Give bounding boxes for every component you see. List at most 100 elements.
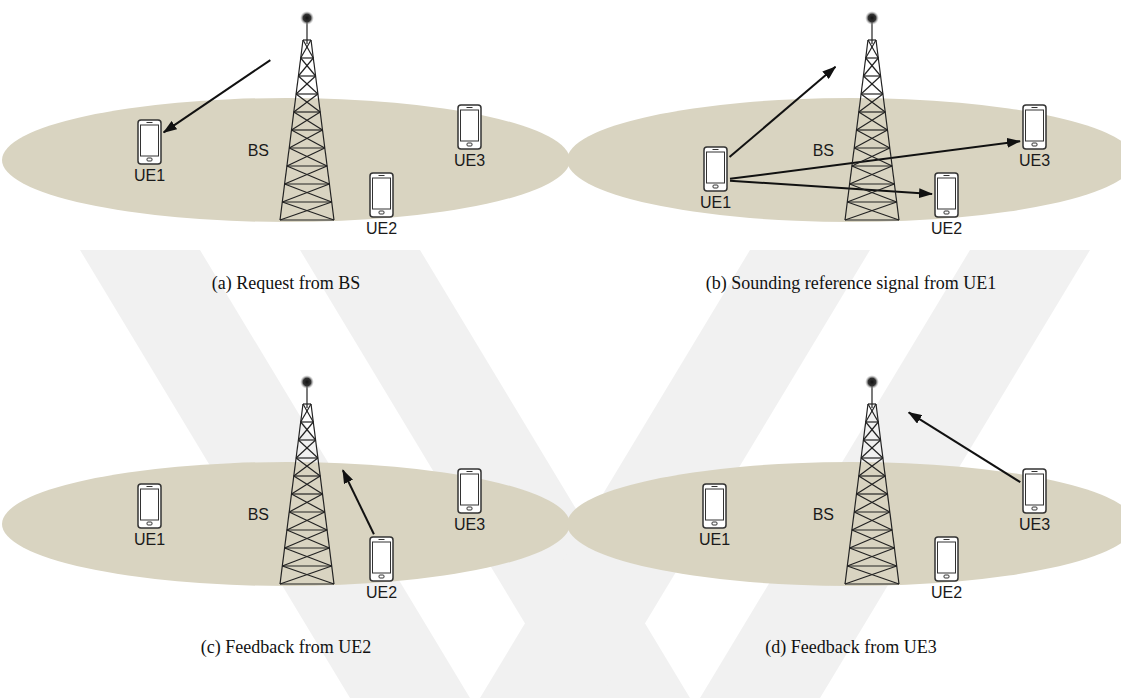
- user-equipment: UE1: [137, 119, 162, 165]
- tower-strut: [868, 39, 876, 40]
- tower-strut: [294, 111, 320, 112]
- tower-strut: [287, 165, 327, 166]
- user-equipment: UE1: [137, 483, 162, 529]
- base-station: BS: [837, 14, 907, 220]
- tower-strut: [847, 566, 899, 584]
- tower-strut: [303, 404, 313, 422]
- phone-speaker: [379, 539, 385, 540]
- tower-strut: [859, 112, 888, 130]
- phone-button: [379, 211, 384, 214]
- node-label: UE1: [699, 531, 730, 548]
- tower-strut: [852, 166, 895, 184]
- tower-strut: [298, 76, 318, 94]
- tower-strut: [296, 76, 316, 94]
- phone-icon: [457, 104, 482, 150]
- label-slot: UE1: [700, 194, 731, 212]
- tower-strut: [285, 184, 332, 202]
- phone-icon: [702, 483, 727, 529]
- tower-strut: [298, 75, 315, 76]
- phone-icon: [137, 483, 162, 529]
- phone-button: [147, 158, 152, 161]
- antenna-dot: [300, 11, 314, 25]
- tower-strut: [301, 421, 314, 422]
- phone-icon: [137, 119, 162, 165]
- node-label: BS: [246, 142, 271, 159]
- phone-speaker: [944, 175, 950, 176]
- node-label: UE1: [700, 194, 731, 211]
- tower-strut: [850, 530, 893, 548]
- tower-strut: [303, 403, 311, 404]
- tower-strut: [285, 166, 328, 184]
- tower-strut: [298, 440, 318, 458]
- tower-strut: [850, 548, 897, 566]
- tower-strut: [850, 547, 895, 548]
- tower-strut: [280, 583, 334, 584]
- tower-strut: [289, 494, 322, 512]
- tower-strut: [303, 40, 313, 58]
- tower-strut: [285, 548, 332, 566]
- tower-strut: [287, 166, 330, 184]
- tower-strut: [863, 75, 880, 76]
- phone-screen: [707, 152, 725, 183]
- node-label: BS: [246, 506, 271, 523]
- phone-button: [713, 185, 718, 188]
- tower-strut: [854, 511, 890, 512]
- tower-strut: [866, 58, 881, 76]
- phone-icon: [703, 146, 728, 192]
- tower-lattice: [280, 18, 334, 220]
- phone-button: [467, 507, 472, 510]
- node-label: UE2: [366, 584, 397, 601]
- phone-body: [370, 537, 393, 581]
- tower-strut: [294, 476, 323, 494]
- phone-screen: [1026, 474, 1044, 505]
- tower-strut: [847, 565, 896, 566]
- label-slot: UE3: [454, 152, 485, 170]
- phone-speaker: [379, 175, 385, 176]
- tower-strut: [282, 184, 329, 202]
- tower-strut: [859, 458, 883, 476]
- tower-strut: [852, 165, 892, 166]
- phone-icon: [1022, 468, 1047, 514]
- tower-icon: [837, 378, 907, 584]
- user-equipment: UE2: [934, 172, 959, 218]
- phone-icon: [369, 536, 394, 582]
- node-label: UE2: [366, 220, 397, 237]
- subfigure-caption: (c) Feedback from UE2: [201, 636, 371, 658]
- tower-strut: [861, 76, 881, 94]
- tower-strut: [289, 148, 327, 166]
- tower-strut: [847, 184, 894, 202]
- user-equipment: UE2: [934, 536, 959, 582]
- phone-icon: [934, 172, 959, 218]
- base-station: BS: [272, 14, 342, 220]
- tower-lattice: [280, 382, 334, 584]
- phone-icon: [934, 536, 959, 582]
- user-equipment: UE2: [369, 172, 394, 218]
- phone-screen: [938, 542, 956, 573]
- cell-area: [2, 98, 570, 222]
- tower-strut: [859, 94, 883, 112]
- signal-arrow: [730, 181, 932, 194]
- user-equipment: UE3: [457, 468, 482, 514]
- node-label: UE1: [134, 167, 165, 184]
- tower-icon: [272, 14, 342, 220]
- tower-strut: [294, 475, 320, 476]
- tower-strut: [866, 40, 876, 58]
- base-station: BS: [837, 378, 907, 584]
- label-slot: UE1: [134, 167, 165, 185]
- label-slot: UE1: [134, 531, 165, 549]
- antenna-dot: [865, 375, 879, 389]
- tower-strut: [868, 403, 876, 404]
- phone-button: [944, 211, 949, 214]
- tower-strut: [861, 93, 883, 94]
- phone-body: [704, 147, 727, 191]
- phone-speaker: [944, 539, 950, 540]
- label-slot: UE3: [1019, 516, 1050, 534]
- tower-strut: [866, 404, 876, 422]
- tower-strut: [854, 147, 890, 148]
- phone-body: [935, 537, 958, 581]
- tower-strut: [852, 512, 890, 530]
- cell-area: [567, 462, 1121, 586]
- tower-strut: [282, 548, 329, 566]
- phone-speaker: [467, 107, 473, 108]
